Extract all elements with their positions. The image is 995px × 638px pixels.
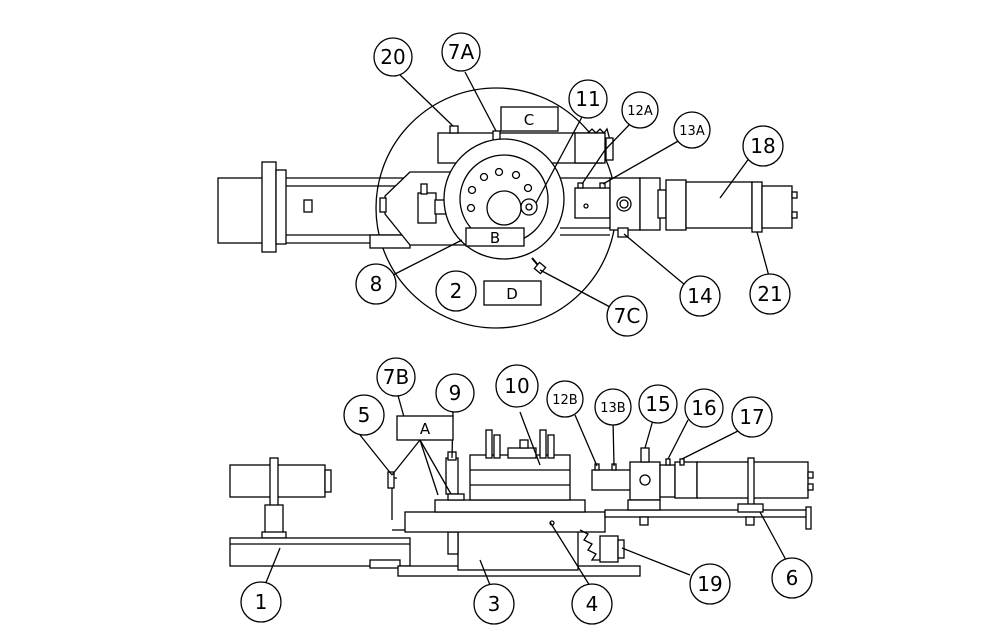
box-A: A — [396, 415, 454, 441]
side-head-15 — [629, 461, 661, 501]
svg-text:21: 21 — [757, 282, 782, 306]
callout-17: 17 — [731, 396, 773, 438]
callout-6: 6 — [771, 557, 813, 599]
side-block-3 — [457, 529, 579, 571]
side-rail-4 — [404, 511, 606, 533]
callout-12A: 12A — [621, 91, 659, 129]
callout-21: 21 — [749, 273, 791, 315]
svg-text:B: B — [490, 229, 500, 247]
top-boom-end — [217, 177, 269, 244]
callout-7C: 7C — [606, 295, 648, 337]
svg-text:3: 3 — [488, 592, 501, 616]
callout-12B: 12B — [546, 380, 584, 418]
callout-1: 1 — [240, 581, 282, 623]
svg-text:16: 16 — [691, 396, 716, 420]
box-D: D — [483, 280, 542, 306]
top-clamp — [261, 161, 277, 253]
box-C: C — [500, 106, 559, 132]
svg-text:7C: 7C — [614, 304, 641, 328]
svg-text:14: 14 — [687, 284, 712, 308]
svg-text:7B: 7B — [383, 365, 409, 389]
svg-text:D: D — [506, 285, 518, 303]
callout-13A: 13A — [673, 111, 711, 149]
screw-20 — [449, 125, 459, 134]
callout-7A: 7A — [441, 32, 481, 72]
callout-8: 8 — [355, 263, 397, 305]
svg-text:1: 1 — [255, 590, 268, 614]
callout-11: 11 — [568, 79, 608, 119]
pin-11 — [520, 198, 538, 216]
box-B: B — [465, 227, 525, 247]
callout-16: 16 — [684, 388, 724, 428]
letter-boxes: C B D A — [396, 106, 559, 441]
svg-text:C: C — [524, 111, 534, 129]
svg-text:10: 10 — [504, 374, 529, 398]
svg-text:9: 9 — [449, 381, 462, 405]
callout-5: 5 — [343, 394, 385, 436]
side-rail-6 — [604, 509, 811, 518]
svg-text:19: 19 — [697, 572, 722, 596]
callout-13B: 13B — [594, 388, 632, 426]
svg-text:13A: 13A — [679, 124, 705, 139]
svg-text:11: 11 — [575, 87, 600, 111]
collar-21 — [751, 181, 763, 233]
callout-3: 3 — [473, 583, 515, 625]
callout-20: 20 — [373, 37, 413, 77]
svg-text:6: 6 — [786, 566, 799, 590]
svg-text:12A: 12A — [627, 104, 653, 119]
callout-19: 19 — [689, 563, 731, 605]
svg-text:8: 8 — [370, 272, 383, 296]
svg-text:A: A — [420, 420, 431, 438]
callout-7B: 7B — [376, 357, 416, 397]
svg-text:12B: 12B — [552, 393, 577, 408]
side-block-10 — [469, 454, 571, 501]
svg-text:13B: 13B — [600, 401, 625, 416]
svg-text:7A: 7A — [448, 40, 475, 64]
knob-14 — [617, 227, 629, 238]
svg-text:20: 20 — [380, 45, 405, 69]
callout-18: 18 — [742, 125, 784, 167]
top-tube-18 — [685, 181, 753, 229]
bellows-19 — [599, 535, 619, 563]
side-tube-17 — [696, 461, 753, 499]
callouts: 20 7A 11 12A 13A 18 8 2 14 21 7C 7B 9 10… — [240, 32, 813, 625]
callout-2: 2 — [435, 270, 477, 312]
svg-text:4: 4 — [586, 592, 599, 616]
callout-14: 14 — [679, 275, 721, 317]
svg-text:5: 5 — [358, 403, 371, 427]
top-view — [217, 87, 798, 329]
side-view — [229, 429, 814, 577]
svg-text:15: 15 — [645, 392, 670, 416]
svg-text:18: 18 — [750, 134, 775, 158]
svg-text:17: 17 — [739, 405, 764, 429]
callout-10: 10 — [495, 364, 539, 408]
callout-4: 4 — [571, 583, 613, 625]
callout-9: 9 — [435, 373, 475, 413]
callout-15: 15 — [638, 384, 678, 424]
svg-text:2: 2 — [450, 279, 463, 303]
